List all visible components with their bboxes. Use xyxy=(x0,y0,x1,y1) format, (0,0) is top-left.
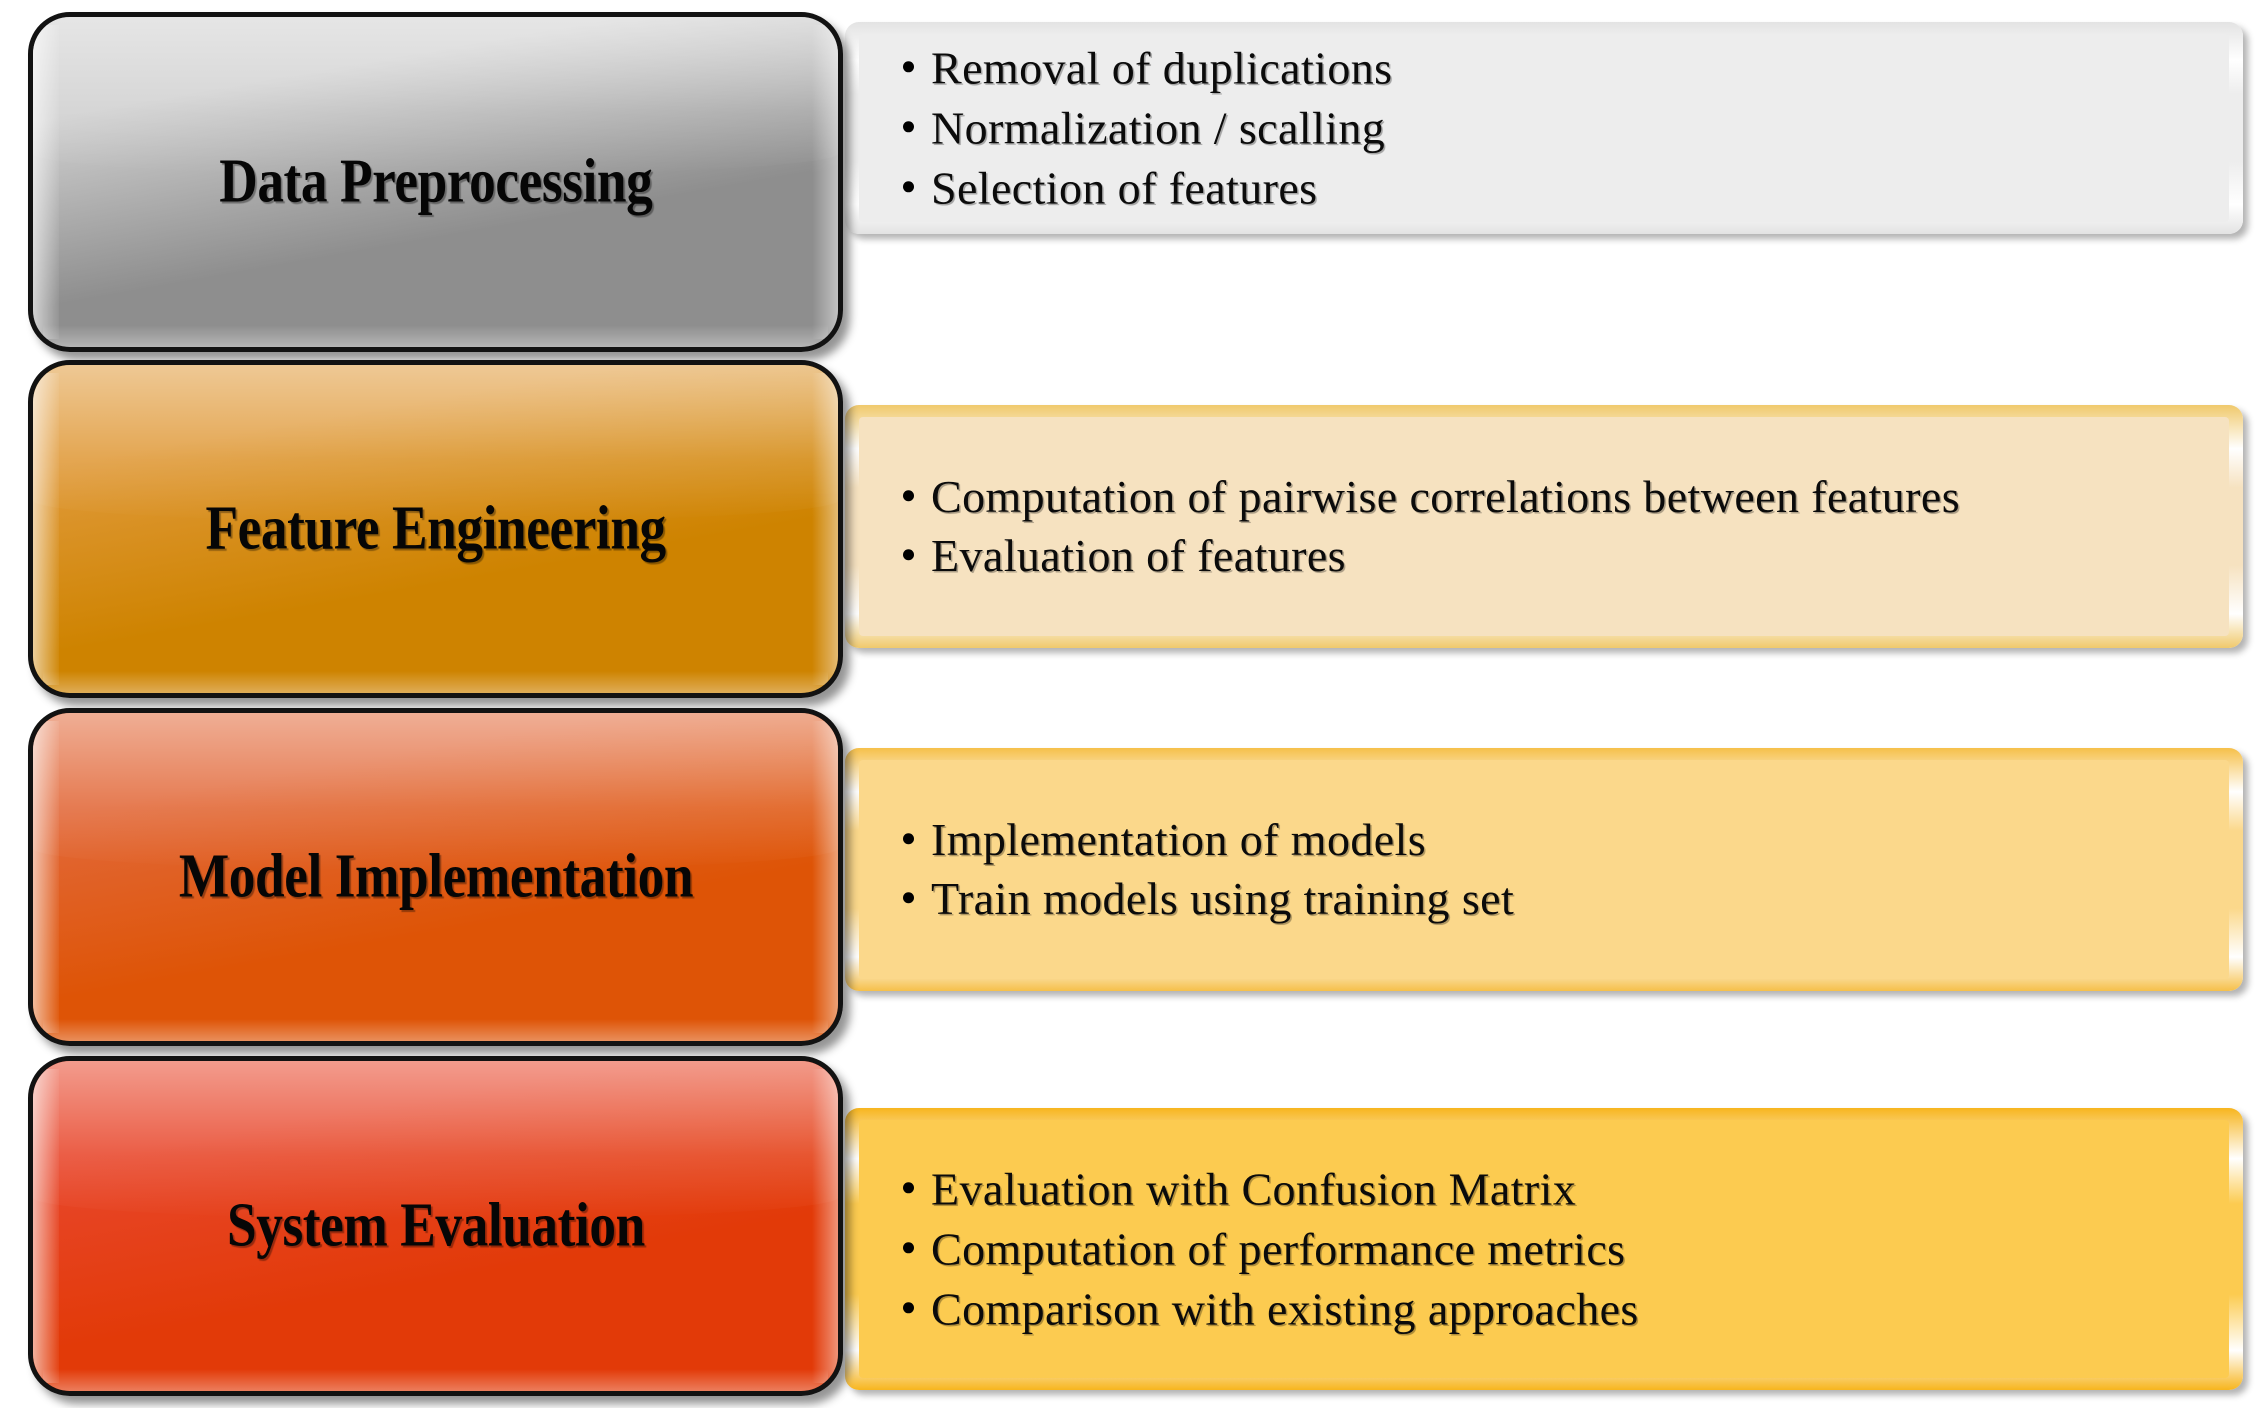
stage-box: System Evaluation xyxy=(28,1056,843,1396)
stage-title-text: System Evaluation xyxy=(226,1191,645,1260)
bullet-item: Computation of performance metrics xyxy=(859,1219,2205,1279)
stage-title-text: Model Implementation xyxy=(178,842,693,911)
bullet-item: Computation of pairwise correlations bet… xyxy=(859,467,2205,527)
stage-box: Feature Engineering xyxy=(28,360,843,698)
bullet-dot-icon xyxy=(903,1242,914,1254)
bullet-item: Removal of duplications xyxy=(859,38,2205,98)
bullet-dot-icon xyxy=(903,121,914,133)
stage-title: System Evaluation xyxy=(33,1191,838,1262)
stage-title: Model Implementation xyxy=(33,842,838,913)
stage-box: Model Implementation xyxy=(28,708,843,1046)
stage-highlight-edge-b xyxy=(43,1019,828,1041)
bullet-dot-icon xyxy=(903,1301,914,1313)
stage-title-text: Feature Engineering xyxy=(205,494,666,563)
bullet-item: Evaluation of features xyxy=(859,527,2205,587)
bullet-dot-icon xyxy=(903,1182,914,1194)
stage-highlight-edge-b xyxy=(43,671,828,693)
bullet-item: Normalization / scalling xyxy=(859,98,2205,158)
stage-box: Data Preprocessing xyxy=(28,12,843,352)
bullet-text: Normalization / scalling xyxy=(931,102,1386,154)
bullet-text: Removal of duplications xyxy=(931,42,1393,94)
bullet-dot-icon xyxy=(903,549,914,561)
stage-title: Feature Engineering xyxy=(33,494,838,565)
bullet-dot-icon xyxy=(903,180,914,192)
detail-panel-surface: Computation of pairwise correlations bet… xyxy=(859,417,2229,636)
bullet-text: Train models using training set xyxy=(931,873,1515,925)
bullet-text: Evaluation of features xyxy=(931,530,1346,582)
bullet-text: Computation of performance metrics xyxy=(931,1223,1626,1275)
bullet-item: Comparison with existing approaches xyxy=(859,1279,2205,1339)
bullet-item: Evaluation with Confusion Matrix xyxy=(859,1159,2205,1219)
detail-panel: Computation of pairwise correlations bet… xyxy=(845,405,2243,648)
bullet-text: Implementation of models xyxy=(931,813,1427,865)
bullet-dot-icon xyxy=(903,489,914,501)
bullet-dot-icon xyxy=(903,61,914,73)
bullet-text: Computation of pairwise correlations bet… xyxy=(931,470,1961,522)
bullet-text: Selection of features xyxy=(931,161,1318,213)
bullet-dot-icon xyxy=(903,892,914,904)
bullet-text: Evaluation with Confusion Matrix xyxy=(931,1163,1577,1215)
bullet-dot-icon xyxy=(903,832,914,844)
bullet-text: Comparison with existing approaches xyxy=(931,1282,1639,1334)
stage-highlight-edge-b xyxy=(43,325,828,347)
stage-title: Data Preprocessing xyxy=(33,147,838,218)
bullet-item: Train models using training set xyxy=(859,870,2205,930)
bullet-item: Implementation of models xyxy=(859,810,2205,870)
bullet-item: Selection of features xyxy=(859,158,2205,218)
bullet-list: Computation of pairwise correlations bet… xyxy=(859,467,2205,587)
stage-title-text: Data Preprocessing xyxy=(218,147,653,216)
stage-highlight-edge-b xyxy=(43,1369,828,1391)
